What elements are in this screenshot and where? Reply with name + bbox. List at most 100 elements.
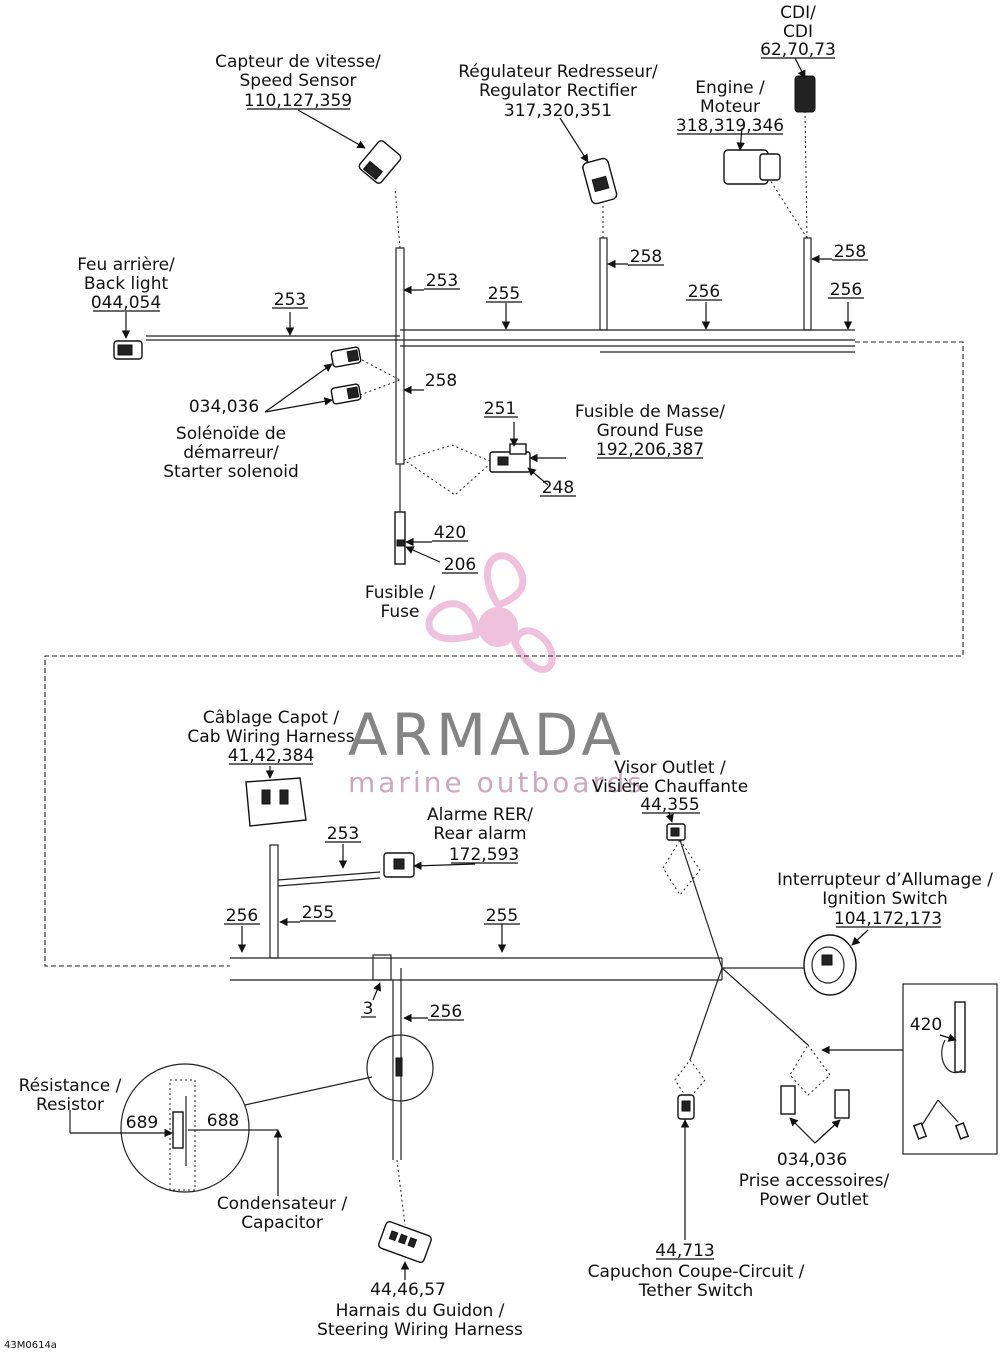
speed-sensor-label-en: Speed Sensor	[240, 71, 357, 91]
ref-253-a: 253	[274, 290, 306, 310]
capacitor-label-fr: Condensateur /	[217, 1194, 348, 1214]
engine-label-fr: Moteur	[700, 97, 760, 117]
steering-harness-label-en: Steering Wiring Harness	[317, 1320, 523, 1340]
starter-solenoid-label-en: Starter solenoid	[163, 462, 299, 482]
steering-harness-label-fr: Harnais du Guidon /	[336, 1301, 505, 1321]
figure-code: 43M0614a	[4, 1340, 57, 1351]
ref-253-b: 253	[426, 271, 458, 291]
upper-harness-wires	[146, 109, 855, 512]
regulator-label-fr: Régulateur Redresseur/	[458, 62, 658, 82]
ref-255-c: 255	[486, 906, 518, 926]
engine-part-numbers: 318,319,346	[676, 116, 784, 136]
starter-solenoid-connector-2	[330, 383, 362, 405]
dashed-return-loop	[44, 341, 964, 967]
zoom-circle-small	[366, 1034, 434, 1102]
ref-258-b: 258	[834, 242, 866, 262]
cdi-connector	[794, 75, 816, 113]
ref-248: 248	[542, 478, 574, 498]
lower-harness-wires	[230, 839, 831, 1226]
ref-256-d: 256	[430, 1002, 462, 1022]
ref-3: 3	[363, 999, 374, 1019]
ref-255-b: 255	[302, 903, 334, 923]
starter-solenoid-part-numbers: 034,036	[189, 397, 259, 417]
starter-solenoid-connector-1	[330, 346, 362, 368]
ground-fuse-part-numbers: 192,206,387	[596, 440, 704, 460]
starter-solenoid-label-fr-2: démarreur/	[183, 443, 279, 463]
cab-harness-label-en: Cab Wiring Harness	[187, 727, 354, 747]
leader-arrows	[69, 57, 957, 1280]
zoom-circle-resistor	[120, 1063, 250, 1193]
ref-258-c: 258	[425, 371, 457, 391]
reference-numbers: 253 253 255 256 256 258 258 258 251 248 …	[126, 242, 942, 1133]
regulator-label-en: Regulator Rectifier	[479, 81, 637, 101]
tether-switch-label-fr: Capuchon Coupe-Circuit /	[588, 1262, 805, 1282]
capacitor-label-en: Capacitor	[241, 1213, 323, 1233]
ground-fuse-holder	[489, 443, 531, 473]
speed-sensor-part-numbers: 110,127,359	[244, 91, 352, 111]
visor-outlet-part-numbers: 44,355	[640, 795, 699, 815]
cdi-label-en: CDI	[783, 22, 813, 42]
rear-alarm-part-numbers: 172,593	[449, 845, 519, 865]
cdi-label-fr: CDI/	[780, 3, 816, 23]
rear-alarm-label-en: Rear alarm	[433, 824, 526, 844]
ground-fuse-label-fr: Fusible de Masse/	[575, 402, 725, 422]
visor-outlet-label-en: Visor Outlet /	[614, 758, 726, 778]
power-outlet-label-en: Power Outlet	[759, 1190, 869, 1210]
resistor-label-en: Resistor	[36, 1095, 104, 1115]
cdi-part-numbers: 62,70,73	[760, 40, 836, 60]
ref-420-a: 420	[434, 523, 466, 543]
ref-256-b: 256	[830, 280, 862, 300]
tether-switch-connector	[677, 1094, 695, 1120]
cab-harness-part-numbers: 41,42,384	[228, 746, 315, 766]
rear-alarm-connector	[383, 852, 415, 878]
ignition-switch-part-numbers: 104,172,173	[834, 909, 942, 929]
engine-label-en: Engine /	[695, 78, 765, 98]
ref-251: 251	[484, 399, 516, 419]
ref-688: 688	[207, 1111, 239, 1131]
power-outlet-label-fr: Prise accessoires/	[739, 1171, 890, 1191]
watermark-tagline: marine outboards	[348, 766, 645, 799]
back-light-connector	[113, 340, 143, 360]
ignition-switch-label-fr: Interrupteur d’Allumage /	[777, 870, 993, 890]
back-light-part-numbers: 044,054	[91, 293, 161, 313]
power-outlet-part-numbers: 034,036	[777, 1150, 847, 1170]
resistor-label-fr: Résistance /	[19, 1076, 122, 1096]
ref-255-a: 255	[488, 284, 520, 304]
ignition-detail-box	[902, 983, 998, 1155]
visor-outlet-label-fr: Visière Chauffante	[592, 777, 748, 797]
back-light-label-fr: Feu arrière/	[77, 255, 175, 275]
tether-switch-part-numbers: 44,713	[655, 1241, 714, 1261]
watermark-brand: ARMADA	[348, 701, 625, 769]
ref-256-a: 256	[688, 282, 720, 302]
watermark-propeller-logo	[425, 552, 556, 673]
ref-206: 206	[444, 555, 476, 575]
ref-420-b: 420	[910, 1015, 942, 1035]
visor-outlet-connector	[666, 823, 686, 841]
steering-harness-part-numbers: 44,46,57	[370, 1280, 446, 1300]
fuse-holder	[394, 511, 406, 565]
fuse-label-fr: Fusible /	[365, 583, 436, 603]
engine-connector	[723, 149, 781, 185]
ignition-switch	[803, 934, 857, 996]
power-outlet-connector-2	[834, 1089, 850, 1119]
ignition-switch-label-en: Ignition Switch	[822, 889, 947, 909]
rear-alarm-label-fr: Alarme RER/	[427, 805, 533, 825]
resistor-capacitor-detail	[169, 1079, 196, 1191]
ref-253-c: 253	[327, 824, 359, 844]
regulator-part-numbers: 317,320,351	[504, 101, 612, 121]
cab-harness-label-fr: Câblage Capot /	[203, 708, 339, 728]
tether-switch-label-en: Tether Switch	[638, 1281, 753, 1301]
speed-sensor-label-fr: Capteur de vitesse/	[215, 52, 381, 72]
starter-solenoid-label-fr-1: Solénoïde de	[176, 424, 286, 444]
ground-fuse-label-en: Ground Fuse	[597, 421, 704, 441]
back-light-label-en: Back light	[84, 274, 169, 294]
ref-689: 689	[126, 1113, 158, 1133]
ref-258-a: 258	[630, 247, 662, 267]
cab-harness-connector	[245, 777, 307, 827]
steering-harness-connector	[378, 1221, 432, 1263]
fuse-label-en: Fuse	[381, 602, 420, 622]
regulator-connector	[582, 157, 618, 205]
power-outlet-connector-1	[780, 1085, 796, 1115]
